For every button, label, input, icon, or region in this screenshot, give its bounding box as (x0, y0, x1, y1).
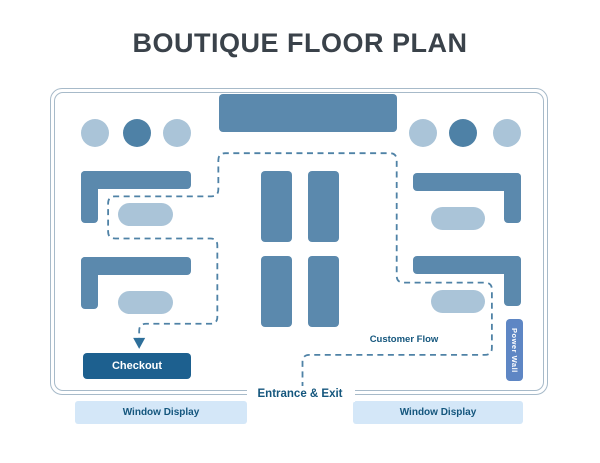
entrance-exit-label: Entrance & Exit (257, 388, 343, 400)
customer-flow-path (107, 152, 493, 388)
display-pill (118, 203, 173, 226)
display-counter-leg (504, 256, 521, 306)
entrance-gap (247, 386, 355, 402)
checkout-desk: Checkout (83, 353, 191, 379)
customer-flow-line (107, 152, 493, 388)
clothing-rack (308, 256, 339, 327)
customer-flow-label: Customer Flow (369, 334, 439, 345)
display-pill (431, 290, 485, 313)
decor-circle (409, 119, 437, 147)
display-counter-leg (504, 173, 521, 223)
decor-circle (163, 119, 191, 147)
power-wall: Power Wall (506, 319, 523, 381)
decor-circle (81, 119, 109, 147)
clothing-rack (261, 171, 292, 242)
display-counter (81, 257, 191, 275)
decor-circle (123, 119, 151, 147)
display-counter-leg (81, 257, 98, 309)
window-display-left: Window Display (75, 401, 247, 424)
display-counter (413, 256, 521, 274)
decor-circle (449, 119, 477, 147)
display-pill (118, 291, 173, 314)
floor-plan: Customer Flow Checkout Power Wall (50, 88, 548, 402)
clothing-rack (261, 256, 292, 327)
display-counter (413, 173, 521, 191)
page-title: BOUTIQUE FLOOR PLAN (132, 28, 468, 58)
display-counter-leg (81, 171, 98, 223)
display-counter (81, 171, 191, 189)
display-pill (431, 207, 485, 230)
flow-arrow-icon (133, 337, 146, 349)
feature-display-table (219, 94, 397, 132)
decor-circle (493, 119, 521, 147)
window-display-right: Window Display (353, 401, 523, 424)
clothing-rack (308, 171, 339, 242)
